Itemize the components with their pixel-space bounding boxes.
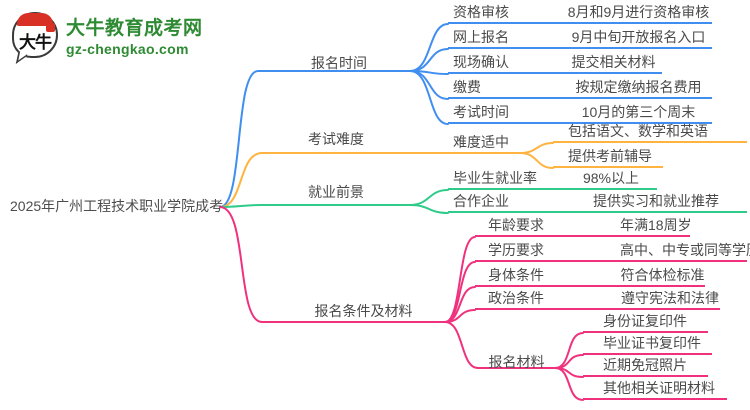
node-diploma-copy: 毕业证书复印件 (583, 333, 712, 355)
node-value: 近期免冠照片 (603, 357, 687, 373)
site-url: gz-chengkao.com (66, 41, 189, 57)
node-application-materials: 报名材料 (488, 354, 545, 370)
node-qualification-review: 资格审核 8月和9月进行资格审核 (448, 2, 712, 24)
node-value: 98%以上 (582, 170, 640, 186)
node-value: 符合体检标准 (620, 267, 705, 283)
node-label: 年龄要求 (488, 217, 544, 233)
node-value: 8月和9月进行资格审核 (567, 4, 710, 20)
node-label: 考试时间 (453, 104, 509, 120)
node-online-signup: 网上报名 9月中旬开放报名入口 (448, 27, 712, 49)
node-label: 网上报名 (453, 29, 509, 45)
node-label: 现场确认 (453, 54, 509, 70)
node-value: 提交相关材料 (571, 54, 656, 70)
node-exam-date: 考试时间 10月的第三个周末 (448, 102, 712, 124)
branch-signup-time: 报名时间 (311, 55, 367, 71)
node-value: 高中、中专或同等学历 (620, 242, 750, 258)
node-label: 学历要求 (488, 242, 544, 258)
node-value: 身份证复印件 (603, 313, 687, 329)
node-value: 包括语文、数学和英语 (568, 123, 708, 139)
node-label: 合作企业 (453, 193, 509, 209)
node-value: 按规定缴纳报名费用 (575, 79, 702, 95)
branch-job-outlook: 就业前景 (308, 184, 364, 200)
node-onsite-confirmation: 现场确认 提交相关材料 (448, 52, 662, 74)
node-label: 政治条件 (488, 290, 544, 306)
node-partner-companies: 合作企业 提供实习和就业推荐 (448, 191, 747, 213)
branch-requirements: 报名条件及材料 (314, 303, 413, 319)
branch-exam-difficulty: 考试难度 (308, 131, 364, 147)
node-value: 年满18周岁 (620, 217, 692, 233)
bull-bubble-icon: 大牛 (12, 12, 58, 64)
node-physical-requirement: 身体条件 符合体检标准 (475, 265, 705, 287)
node-label: 身体条件 (488, 267, 544, 283)
node-other-documents: 其他相关证明材料 (583, 378, 727, 400)
node-value: 9月中旬开放报名入口 (571, 29, 706, 45)
node-age-requirement: 年龄要求 年满18周岁 (475, 215, 692, 237)
site-logo[interactable]: 大牛 大牛教育成考网 gz-chengkao.com (12, 12, 203, 64)
node-id-copy: 身份证复印件 (583, 311, 708, 333)
logo-red-arc (17, 13, 53, 26)
node-value: 10月的第三个周末 (581, 104, 696, 120)
node-value: 毕业证书复印件 (603, 335, 701, 351)
node-recent-photo: 近期免冠照片 (583, 355, 708, 377)
node-value: 提供实习和就业推荐 (593, 193, 719, 209)
node-label: 资格审核 (453, 4, 509, 20)
node-value: 其他相关证明材料 (603, 380, 715, 396)
branch-lines-signup-time (219, 23, 449, 208)
node-payment: 缴费 按规定缴纳报名费用 (448, 77, 712, 99)
node-education-requirement: 学历要求 高中、中专或同等学历 (475, 240, 750, 262)
site-name: 大牛教育成考网 (66, 18, 203, 39)
node-difficulty-moderate: 难度适中 (453, 134, 509, 150)
node-value: 提供考前辅导 (568, 148, 652, 164)
node-political-requirement: 政治条件 遵守宪法和法律 (475, 288, 720, 310)
node-label: 缴费 (453, 79, 481, 95)
node-label: 毕业生就业率 (453, 170, 537, 186)
node-employment-rate: 毕业生就业率 98%以上 (448, 168, 657, 190)
node-exam-subjects: 包括语文、数学和英语 (553, 121, 747, 143)
root-node: 2025年广州工程技术职业学院成考 (10, 198, 224, 214)
node-pre-exam-tutoring: 提供考前辅导 (553, 146, 663, 168)
node-value: 遵守宪法和法律 (621, 290, 719, 306)
logo-seal-icon (46, 23, 55, 32)
